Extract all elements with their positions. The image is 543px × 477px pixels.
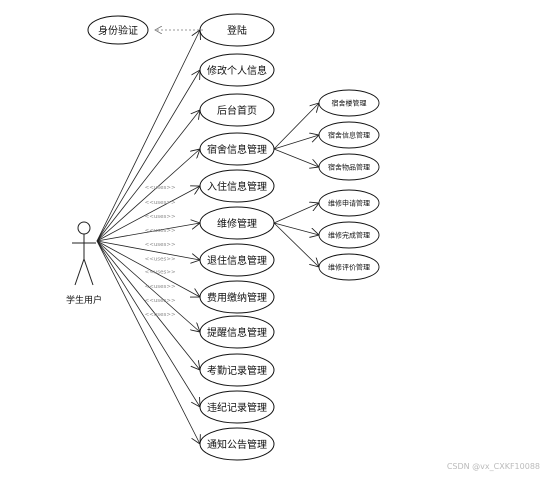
stereotype-label-home: <<uses>> [145, 185, 176, 191]
usecase-attendance[interactable] [199, 353, 275, 387]
stereotype-label-remind: <<uses>> [145, 270, 176, 276]
sub-usecase-label-finish: 维修完成管理 [328, 231, 370, 240]
stereotype-label-dorm-info: <<uses>> [145, 200, 176, 206]
association-attendance [96, 240, 200, 370]
actor-figure [72, 221, 96, 286]
association-checkin [96, 186, 200, 242]
auth-usecase-label: 身份验证 [98, 24, 138, 37]
sub-usecase-evaluate[interactable] [318, 253, 380, 281]
association-dorm-info [96, 149, 200, 242]
usecase-label-edit-profile: 修改个人信息 [207, 64, 267, 77]
usecase-violation[interactable] [199, 390, 275, 424]
stereotype-label-attendance: <<uses>> [145, 284, 176, 290]
usecase-remind[interactable] [199, 315, 275, 349]
stereotype-label-fee: <<uses>> [145, 256, 176, 262]
sub-usecase-label-dorm-detail: 宿舍信息管理 [328, 131, 370, 140]
actor-left-leg [74, 258, 85, 286]
stereotype-label-repair: <<uses>> [145, 228, 176, 234]
usecase-label-login: 登陆 [227, 24, 247, 37]
sub-association-finish [273, 222, 319, 235]
stereotype-label-checkin: <<uses>> [145, 214, 176, 220]
actor-label: 学生用户 [66, 294, 102, 306]
association-violation [96, 240, 200, 407]
association-edit-profile [96, 70, 200, 242]
association-remind [96, 240, 200, 332]
usecase-label-remind: 提醒信息管理 [207, 326, 267, 339]
sub-association-evaluate [273, 222, 319, 267]
sub-usecase-label-goods: 宿舍物品管理 [328, 163, 370, 172]
usecase-label-fee: 费用缴纳管理 [207, 291, 267, 304]
sub-association-goods [273, 148, 319, 167]
actor-right-leg [83, 258, 94, 286]
usecase-label-dorm-info: 宿舍信息管理 [207, 143, 267, 156]
usecase-checkout[interactable] [199, 243, 275, 277]
sub-usecase-dorm-detail[interactable] [318, 121, 380, 149]
association-lines [96, 30, 319, 444]
usecase-edit-profile[interactable] [199, 53, 275, 87]
stereotype-label-notice: <<uses>> [145, 312, 176, 318]
usecase-label-notice: 通知公告管理 [207, 438, 267, 451]
usecase-label-checkin: 入住信息管理 [207, 180, 267, 193]
stereotype-labels: <<uses>> <<uses>> <<uses>> <<uses>> <<uses>>… [145, 185, 176, 318]
sub-association-building [273, 103, 319, 150]
usecase-home[interactable] [199, 93, 275, 127]
usecase-fee[interactable] [199, 280, 275, 314]
association-notice [96, 240, 200, 444]
use-case-nodes: 登陆修改个人信息后台首页宿舍信息管理入住信息管理维修管理退住信息管理费用缴纳管理… [199, 13, 380, 461]
association-home [96, 110, 200, 242]
association-checkout [96, 240, 200, 260]
usecase-label-attendance: 考勤记录管理 [207, 364, 267, 377]
sub-association-dorm-detail [273, 135, 319, 150]
usecase-repair[interactable] [199, 206, 275, 240]
sub-usecase-building[interactable] [318, 89, 380, 117]
actor-head [77, 221, 91, 235]
sub-usecase-label-evaluate: 维修评价管理 [328, 263, 370, 272]
usecase-login[interactable] [199, 13, 275, 47]
usecase-label-repair: 维修管理 [217, 217, 257, 230]
usecase-notice[interactable] [199, 427, 275, 461]
usecase-dorm-info[interactable] [199, 132, 275, 166]
sub-usecase-label-apply: 维修申请管理 [328, 199, 370, 208]
usecase-checkin[interactable] [199, 169, 275, 203]
sub-usecase-finish[interactable] [318, 221, 380, 249]
stereotype-label-checkout: <<uses>> [145, 242, 176, 248]
auth-usecase[interactable] [87, 15, 149, 45]
usecase-label-checkout: 退住信息管理 [207, 254, 267, 267]
sub-usecase-label-building: 宿舍楼管理 [332, 99, 367, 108]
sub-usecase-goods[interactable] [318, 153, 380, 181]
sub-usecase-apply[interactable] [318, 189, 380, 217]
usecase-label-home: 后台首页 [217, 104, 257, 117]
association-fee [96, 240, 200, 297]
watermark: CSDN @vx_CXKF10088 [447, 462, 540, 471]
association-repair [96, 223, 200, 242]
sub-association-apply [273, 203, 319, 224]
usecase-label-violation: 违纪记录管理 [207, 401, 267, 414]
association-login [96, 30, 200, 242]
stereotype-label-violation: <<uses>> [145, 298, 176, 304]
